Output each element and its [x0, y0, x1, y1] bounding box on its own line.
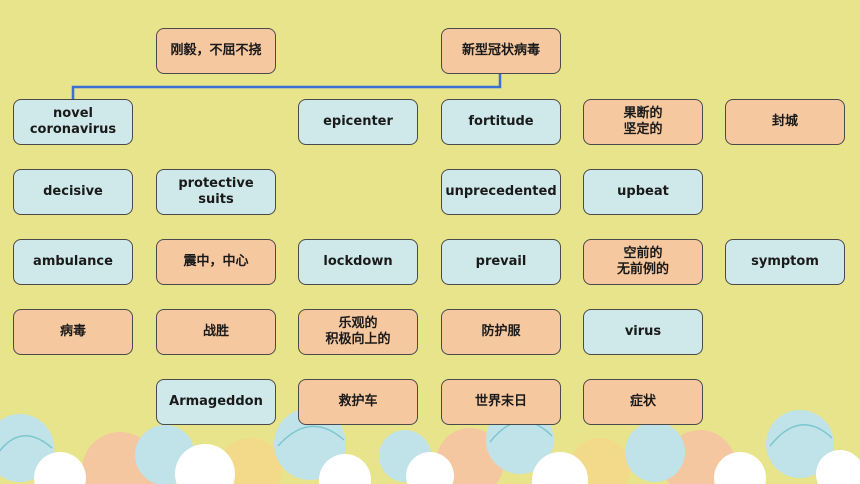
card-lockdown[interactable]: lockdown: [298, 239, 418, 285]
card-fengcheng[interactable]: 封城: [725, 99, 845, 145]
card-zhengzhuang[interactable]: 症状: [583, 379, 703, 425]
card-prevail[interactable]: prevail: [441, 239, 561, 285]
card-fanghufu[interactable]: 防护服: [441, 309, 561, 355]
card-ganyi[interactable]: 刚毅，不屈不挠: [156, 28, 276, 74]
card-fortitude[interactable]: fortitude: [441, 99, 561, 145]
card-armageddon[interactable]: Armageddon: [156, 379, 276, 425]
card-ambulance[interactable]: ambulance: [13, 239, 133, 285]
card-upbeat[interactable]: upbeat: [583, 169, 703, 215]
card-protective-suits[interactable]: protective suits: [156, 169, 276, 215]
card-kongqian[interactable]: 空前的 无前例的: [583, 239, 703, 285]
card-xinxing-guanzhuang-bingdu[interactable]: 新型冠状病毒: [441, 28, 561, 74]
card-leguan[interactable]: 乐观的 积极向上的: [298, 309, 418, 355]
card-guoduan[interactable]: 果断的 坚定的: [583, 99, 703, 145]
card-bingdu[interactable]: 病毒: [13, 309, 133, 355]
card-decisive[interactable]: decisive: [13, 169, 133, 215]
card-epicenter[interactable]: epicenter: [298, 99, 418, 145]
card-virus[interactable]: virus: [583, 309, 703, 355]
card-zhansheng[interactable]: 战胜: [156, 309, 276, 355]
card-symptom[interactable]: symptom: [725, 239, 845, 285]
card-zhenzhong[interactable]: 震中，中心: [156, 239, 276, 285]
card-unprecedented[interactable]: unprecedented: [441, 169, 561, 215]
card-novel-coronavirus[interactable]: novel coronavirus: [13, 99, 133, 145]
card-jiuhuche[interactable]: 救护车: [298, 379, 418, 425]
card-shijiemori[interactable]: 世界末日: [441, 379, 561, 425]
